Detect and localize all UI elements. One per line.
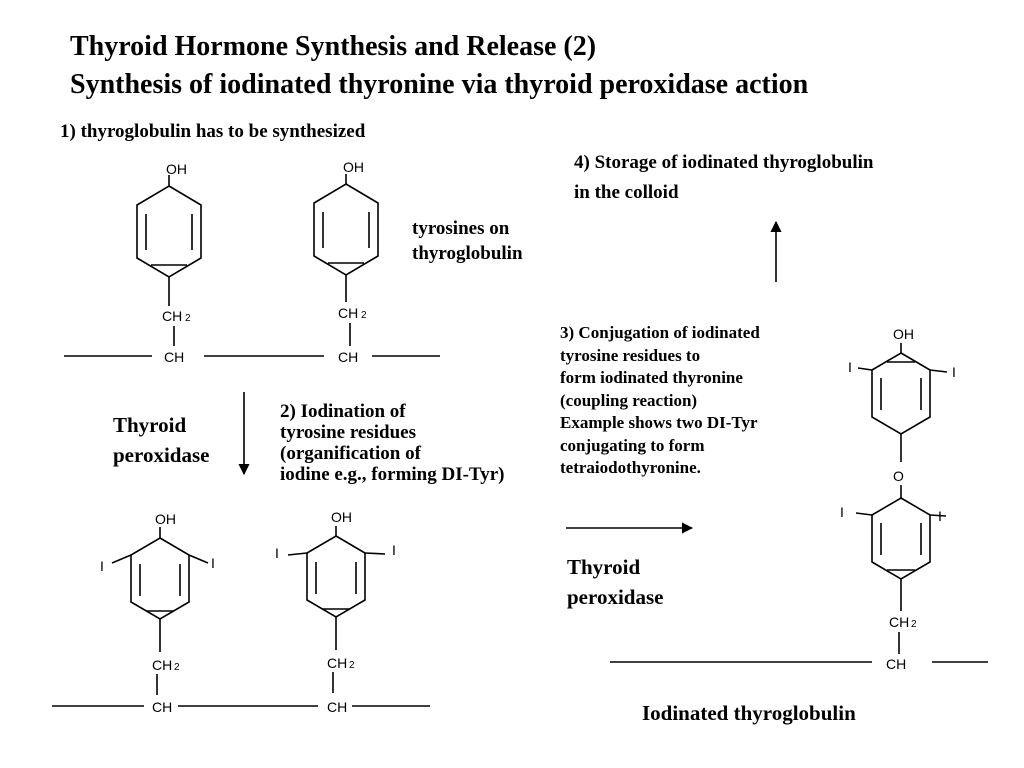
ch2-subscript: 2 [911,619,917,630]
tyrosine-residue-1: OH CH 2 CH [136,161,202,365]
ch2-label: CH [338,305,358,321]
iodine-label: I [392,542,396,558]
hydroxyl-label: OH [166,161,187,177]
ch2-label: CH [152,657,172,673]
step-2-text: 2) Iodination of tyrosine residues (orga… [280,401,505,485]
iodine-label: I [211,555,215,571]
hydroxyl-label: OH [155,511,176,527]
ch-label: CH [164,349,184,365]
title-line-1: Thyroid Hormone Synthesis and Release (2… [70,31,597,62]
ch2-label: CH [889,614,909,630]
ch2-subscript: 2 [361,310,367,321]
step-1-text: 1) thyroglobulin has to be synthesized [60,121,366,142]
enzyme-label-thyroid-peroxidase: Thyroid peroxidase [113,413,210,467]
iodine-label: I [938,508,942,524]
diiodotyrosine-residue-1: OH I I CH 2 CH [100,511,215,715]
iodine-label: I [275,545,279,561]
ch2-subscript: 2 [174,662,180,673]
ether-oxygen-label: O [893,468,904,484]
iodine-label: I [952,364,956,380]
tyrosine-residue-2: OH CH 2 CH [313,159,379,365]
enzyme-label-thyroid-peroxidase-coupling: Thyroid peroxidase [567,555,664,609]
hydroxyl-label: OH [331,509,352,525]
step-3-text: 3) Conjugation of iodinated tyrosine res… [560,323,760,477]
iodine-label: I [848,359,852,375]
tetraiodothyronine: OH I I O I I CH 2 CH [840,326,956,672]
step-4-text: 4) Storage of iodinated thyroglobulin in… [574,152,874,203]
ch-label: CH [338,349,358,365]
ch2-subscript: 2 [185,313,191,324]
tyrosines-label: tyrosines on thyroglobulin [412,218,523,264]
ch2-subscript: 2 [349,660,355,671]
iodine-label: I [100,558,104,574]
hydroxyl-label: OH [343,159,364,175]
diiodotyrosine-residue-2: OH I I CH 2 CH [275,509,396,715]
title-line-2: Synthesis of iodinated thyronine via thy… [70,69,809,100]
ch2-label: CH [327,655,347,671]
ch-label: CH [886,656,906,672]
ch-label: CH [327,699,347,715]
iodine-label: I [840,504,844,520]
hydroxyl-label: OH [893,326,914,342]
ch2-label: CH [162,308,182,324]
ch-label: CH [152,699,172,715]
product-label: Iodinated thyroglobulin [642,701,856,725]
